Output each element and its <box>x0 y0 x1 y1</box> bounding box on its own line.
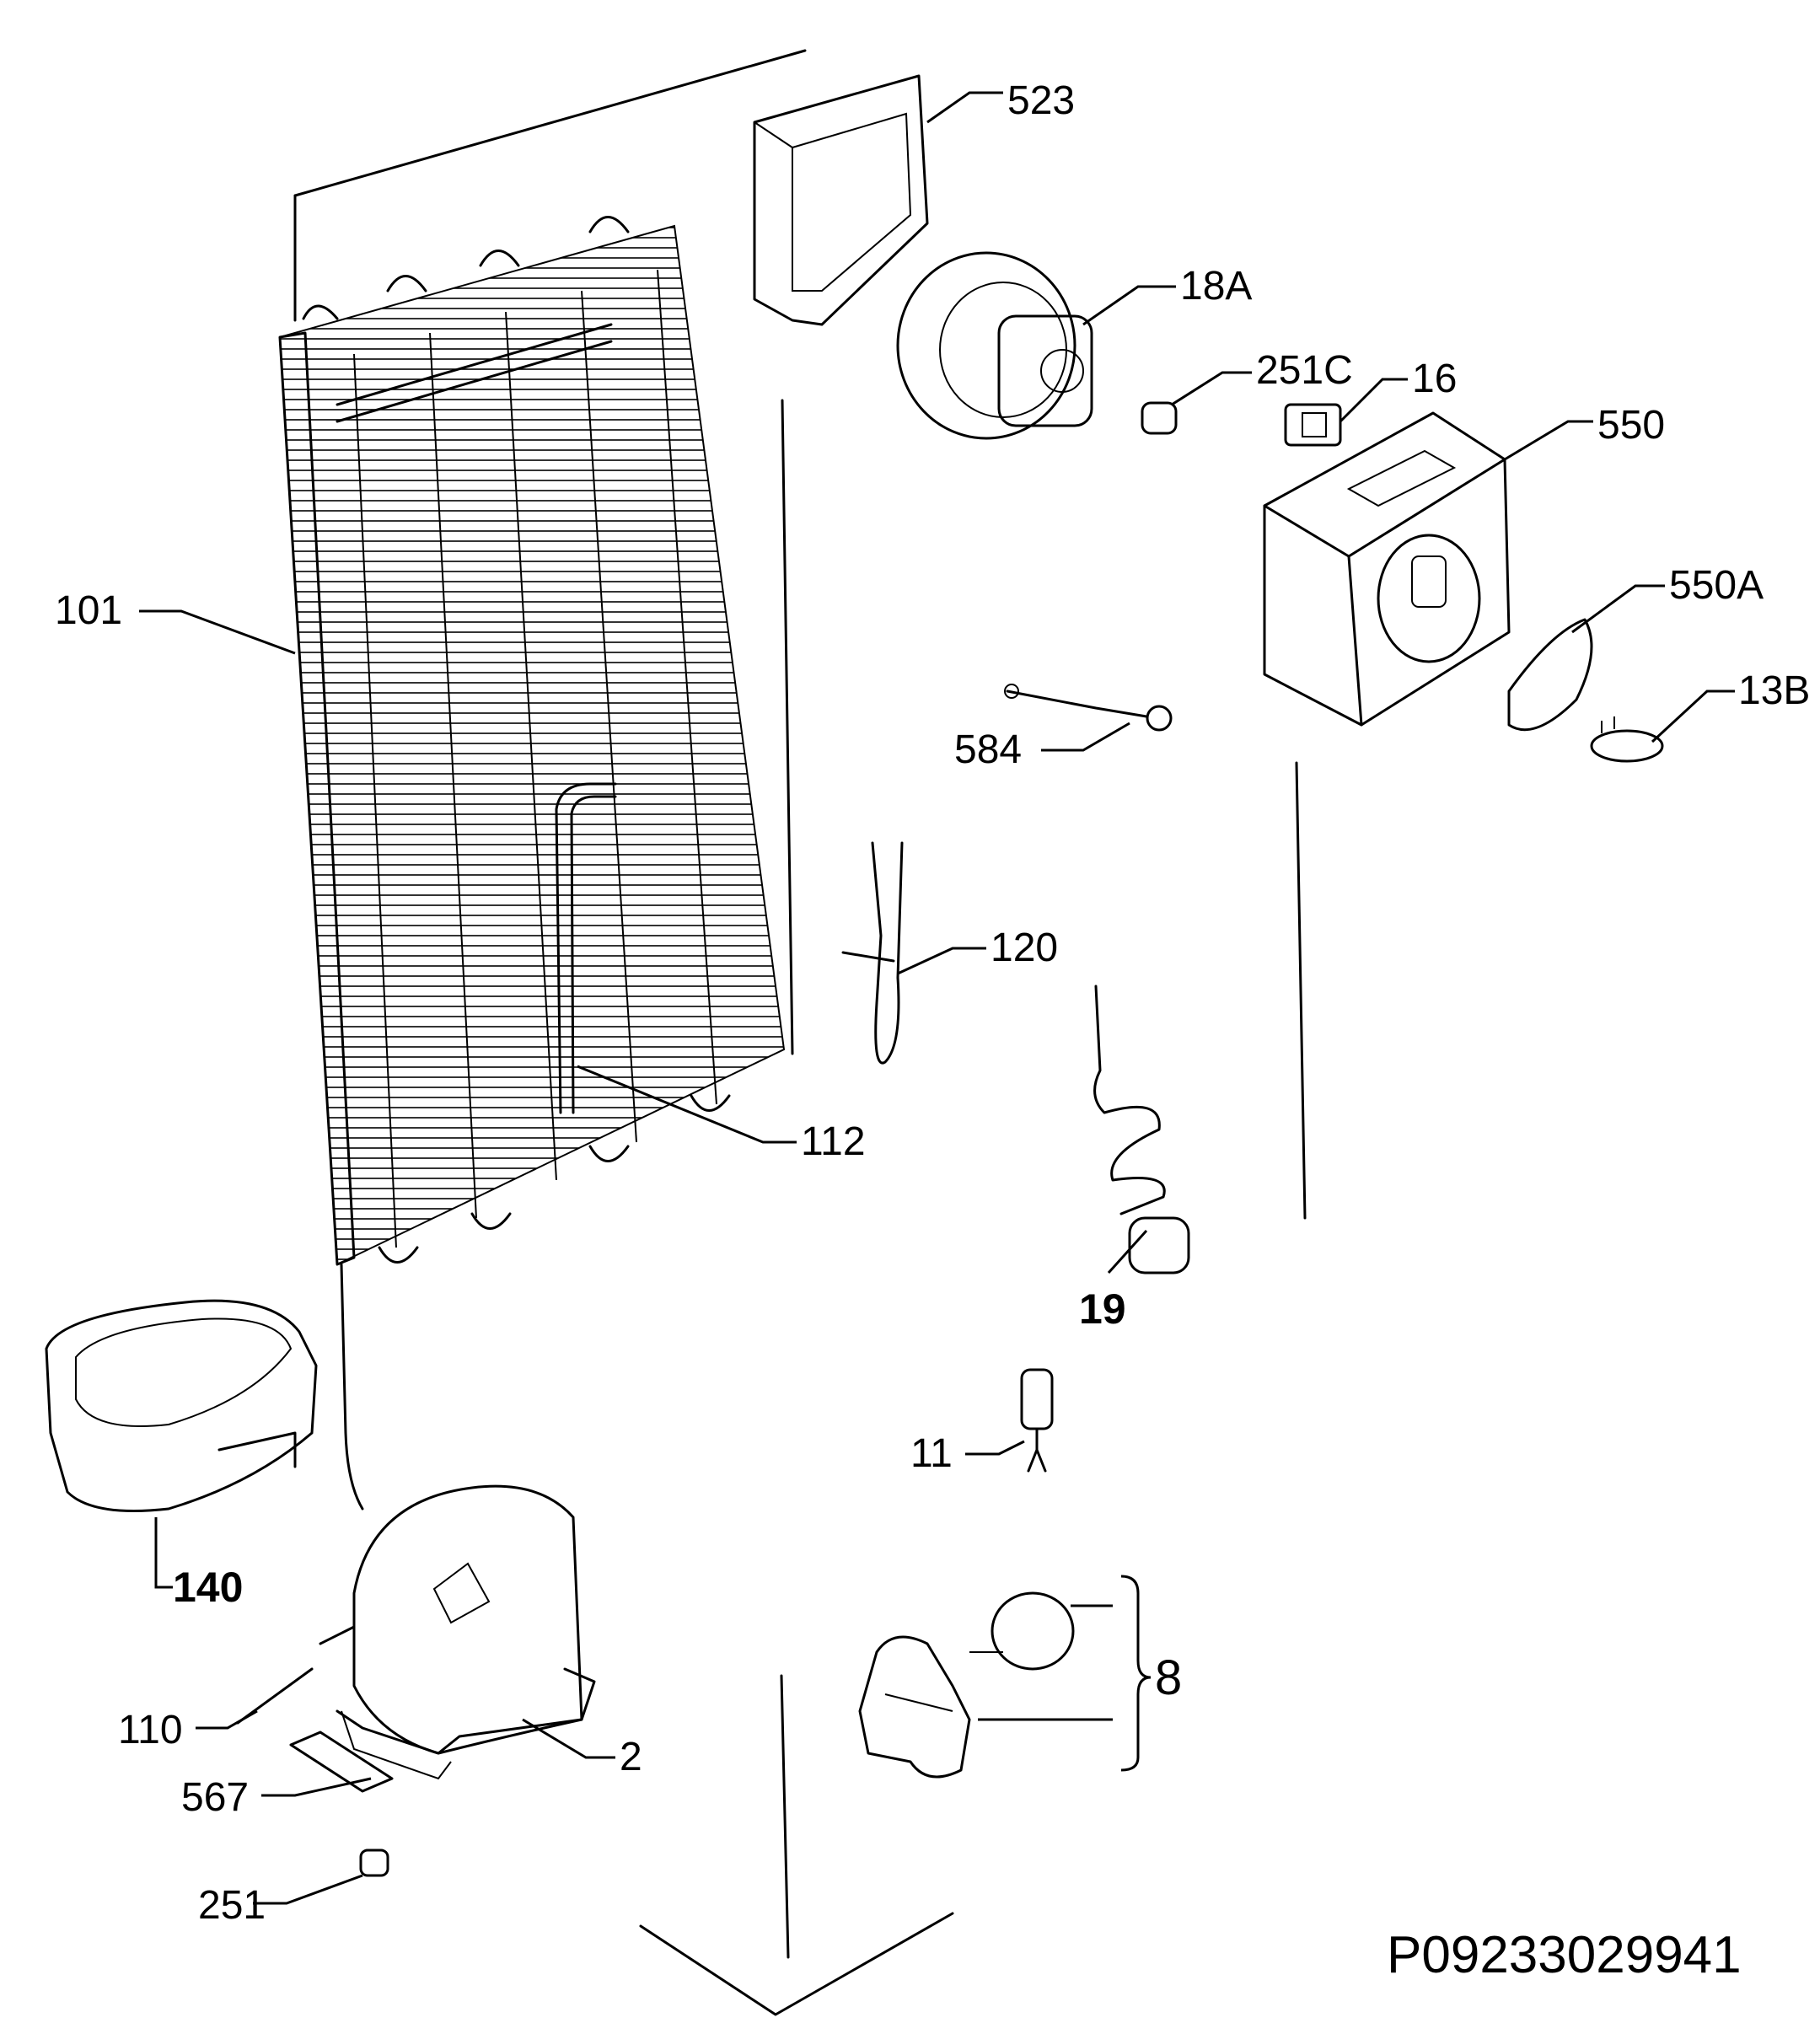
starter-relay-kit <box>858 1591 1075 1779</box>
label-11: 11 <box>910 1431 953 1476</box>
label-567: 567 <box>181 1775 249 1820</box>
label-8: 8 <box>1155 1650 1182 1705</box>
process-tubes <box>236 1625 356 1725</box>
label-13b: 13B <box>1738 668 1810 713</box>
label-523: 523 <box>1007 78 1075 123</box>
defrost-heater-wire <box>841 841 904 1065</box>
lamp-holder <box>1141 401 1178 435</box>
label-550: 550 <box>1597 403 1665 448</box>
label-16: 16 <box>1412 357 1457 401</box>
label-110: 110 <box>118 1708 183 1752</box>
compressor <box>336 1484 596 1780</box>
label-120: 120 <box>991 926 1058 970</box>
defrost-sensor <box>1004 684 1173 732</box>
mounting-plate <box>289 1731 394 1793</box>
drawing-code: P09233029941 <box>1387 1926 1742 1984</box>
label-251: 251 <box>198 1883 266 1928</box>
lamp-diffuser <box>1507 618 1593 732</box>
label-18a: 18A <box>1180 264 1252 309</box>
part-labels: 523 18A 251C 16 550 550A 13B 101 584 120… <box>55 78 1810 1928</box>
rubber-grommet <box>359 1849 389 1877</box>
fan-motor <box>896 251 1093 440</box>
capacitor <box>1020 1368 1054 1473</box>
label-2: 2 <box>620 1735 642 1779</box>
thermostat-housing <box>1263 411 1511 727</box>
label-19: 19 <box>1079 1285 1126 1333</box>
cabinet-outline <box>293 49 1307 2016</box>
label-140: 140 <box>173 1564 243 1611</box>
power-cord <box>1093 985 1190 1274</box>
drip-tray <box>45 1299 318 1512</box>
drain-pipe <box>555 782 617 1114</box>
label-251c: 251C <box>1256 348 1353 393</box>
label-584: 584 <box>954 727 1022 772</box>
label-112: 112 <box>801 1119 866 1164</box>
condenser-coil <box>278 216 786 1511</box>
lamp-bulb <box>1590 716 1664 763</box>
label-550a: 550A <box>1669 563 1764 608</box>
door-switch <box>1284 403 1342 447</box>
leader-lines <box>139 91 1735 1905</box>
label-101: 101 <box>55 588 122 633</box>
fan-cover <box>753 74 929 326</box>
